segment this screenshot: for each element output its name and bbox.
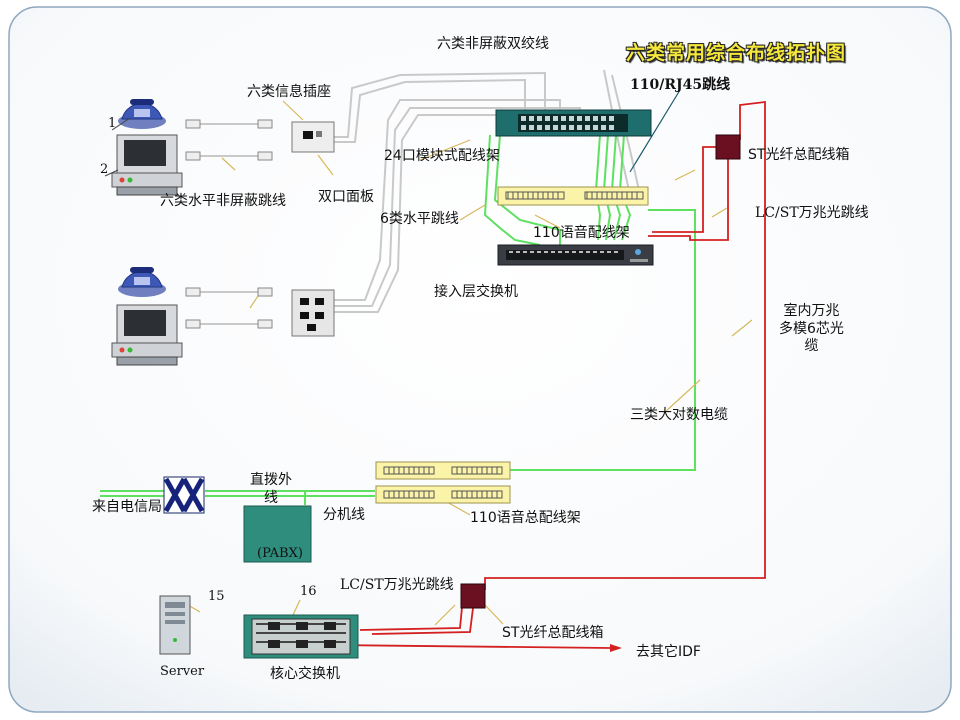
label-direct-outside-1: 直拨外 [250,472,292,488]
access-switch [497,244,654,266]
voice-main-110 [375,461,511,504]
core-switch [243,614,359,659]
pointer-1 [111,117,131,131]
label-cat3-cable: 三类大对数电缆 [630,407,728,423]
label-rj45-jumper: 110/RJ45跳线 [630,77,731,93]
label-to-other-idf: 去其它IDF [636,644,701,660]
phone-icon [118,267,166,297]
faceplate-2 [291,289,335,337]
label-from-telecom: 来自电信局 [92,499,162,515]
st-fiber-box-bottom [460,583,486,609]
label-lcst-jumper-top: LC/ST万兆光跳线 [755,205,869,221]
label-cat6-utp: 六类非屏蔽双绞线 [437,36,549,52]
label-dual-faceplate: 双口面板 [318,189,374,205]
label-voice-patch-110: 110语音配线架 [533,225,630,241]
phone-icon [118,99,166,129]
diagram-title: 六类常用综合布线拓扑图 [626,42,847,64]
patch-panel-ports [521,116,614,130]
server-icon [159,595,191,655]
st-fiber-box-top [715,134,741,160]
label-direct-outside-2: 线 [264,490,278,506]
label-st-fiber-box-top: ST光纤总配线箱 [748,147,850,163]
rj45-leader [629,89,681,173]
label-pabx: (PABX) [257,546,303,561]
label-num-16: 16 [300,584,317,599]
label-info-outlet: 六类信息插座 [247,84,331,100]
label-access-switch: 接入层交换机 [434,284,518,300]
patch-panel-24 [495,109,652,137]
pc-icon [111,134,183,196]
label-horiz-patch-cord: 六类水平非屏蔽跳线 [160,193,286,209]
pointer-2 [104,169,119,177]
label-core-switch: 核心交换机 [270,666,340,682]
pc-icon [111,304,183,366]
label-patch-panel-24: 24口模块式配线架 [384,148,500,164]
label-st-fiber-box-bottom: ST光纤总配线箱 [502,625,604,641]
label-num-2: 2 [100,162,109,177]
red-fiber-lines [329,100,766,649]
crossconnect-icon [163,476,205,514]
label-indoor-fiber: 室内万兆 多模6芯光 缆 [779,303,844,354]
label-num-1: 1 [108,116,117,131]
voice-patch-110 [497,186,649,206]
label-extension-line: 分机线 [323,507,365,523]
label-voice-main-110: 110语音总配线架 [470,510,581,526]
dual-faceplate [291,121,335,153]
pabx-box [243,505,312,563]
label-cat6-horiz-jumper: 6类水平跳线 [380,211,459,227]
patch-cord-plugs [185,119,273,329]
label-server: Server [160,664,205,679]
arrow-to-other-idf [610,644,622,652]
label-num-15: 15 [208,589,225,604]
label-lcst-jumper-bottom: LC/ST万兆光跳线 [340,577,454,593]
